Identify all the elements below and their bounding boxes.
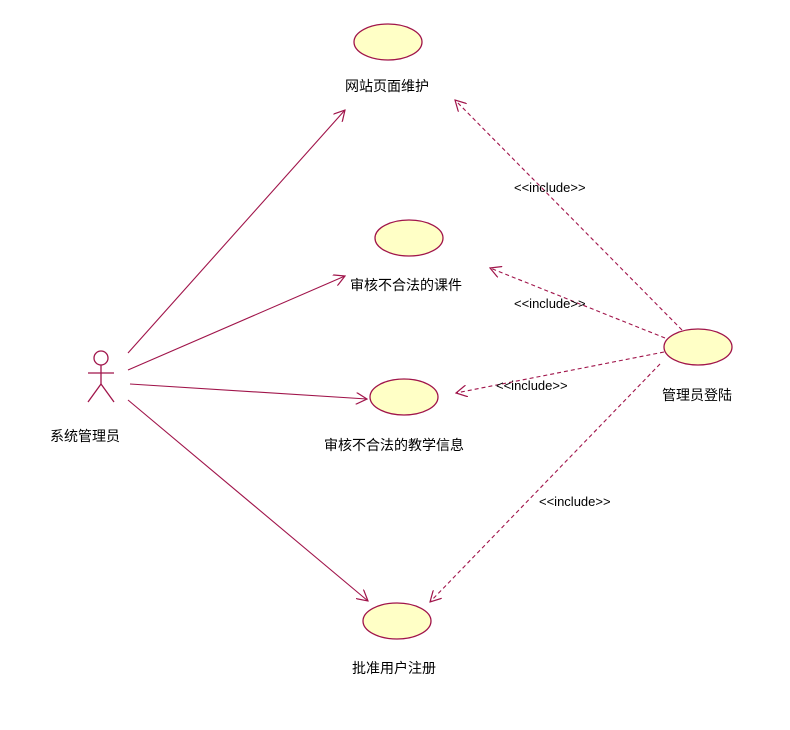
assoc-review-teaching-info <box>129 383 367 399</box>
assoc-website-maintenance <box>127 110 345 354</box>
usecase-website-maintenance <box>353 23 423 61</box>
include-label-review-teaching-info: <<include>> <box>496 378 568 393</box>
assoc-approve-registration <box>127 399 368 601</box>
include-label-website-maintenance: <<include>> <box>514 180 586 195</box>
usecase-review-teaching-info-label: 审核不合法的教学信息 <box>324 438 464 454</box>
include-approve-registration <box>430 363 661 602</box>
actor-figure <box>87 350 115 403</box>
usecase-approve-registration <box>362 602 432 640</box>
assoc-review-courseware <box>127 276 345 371</box>
usecase-review-courseware-label: 审核不合法的课件 <box>350 278 462 294</box>
include-website-maintenance <box>455 100 683 331</box>
usecase-website-maintenance-label: 网站页面维护 <box>345 79 429 95</box>
include-review-courseware <box>490 268 666 339</box>
usecase-admin-login <box>663 328 733 366</box>
usecase-admin-login-label: 管理员登陆 <box>662 388 732 404</box>
usecase-review-teaching-info <box>369 378 439 416</box>
include-label-review-courseware: <<include>> <box>514 296 586 311</box>
usecase-approve-registration-label: 批准用户注册 <box>352 661 436 677</box>
include-review-teaching-info <box>456 351 665 393</box>
actor-label: 系统管理员 <box>50 429 120 445</box>
usecase-review-courseware <box>374 219 444 257</box>
include-label-approve-registration: <<include>> <box>539 494 611 509</box>
